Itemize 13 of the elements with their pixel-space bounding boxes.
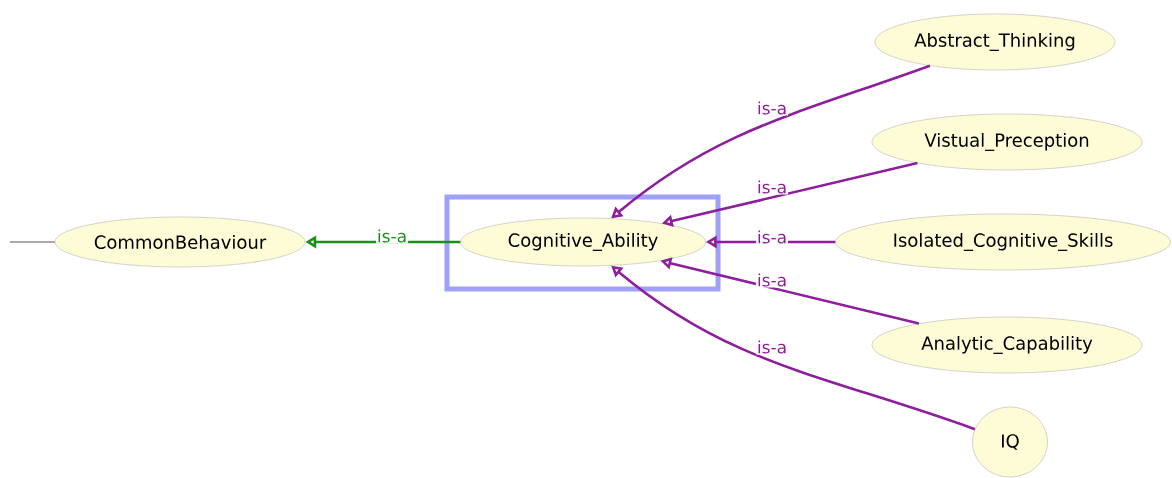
edge-label: is-a xyxy=(755,339,789,355)
ellipse-node: Abstract_Thinking xyxy=(874,13,1116,71)
ellipse-node: Analytic_Capability xyxy=(871,316,1143,374)
edge-label: is-a xyxy=(755,100,789,116)
edge-label: is-a xyxy=(375,228,409,244)
ellipse-node: CommonBehaviour xyxy=(54,216,306,268)
edge-label: is-a xyxy=(755,229,789,245)
edge-label: is-a xyxy=(755,179,789,195)
ellipse-node: Isolated_Cognitive_Skills xyxy=(835,213,1171,271)
ellipse-node: IQ xyxy=(972,406,1048,478)
ellipse-node: Cognitive_Ability xyxy=(460,217,706,267)
ellipse-node: Vistual_Preception xyxy=(871,113,1143,171)
edge-label: is-a xyxy=(755,272,789,288)
